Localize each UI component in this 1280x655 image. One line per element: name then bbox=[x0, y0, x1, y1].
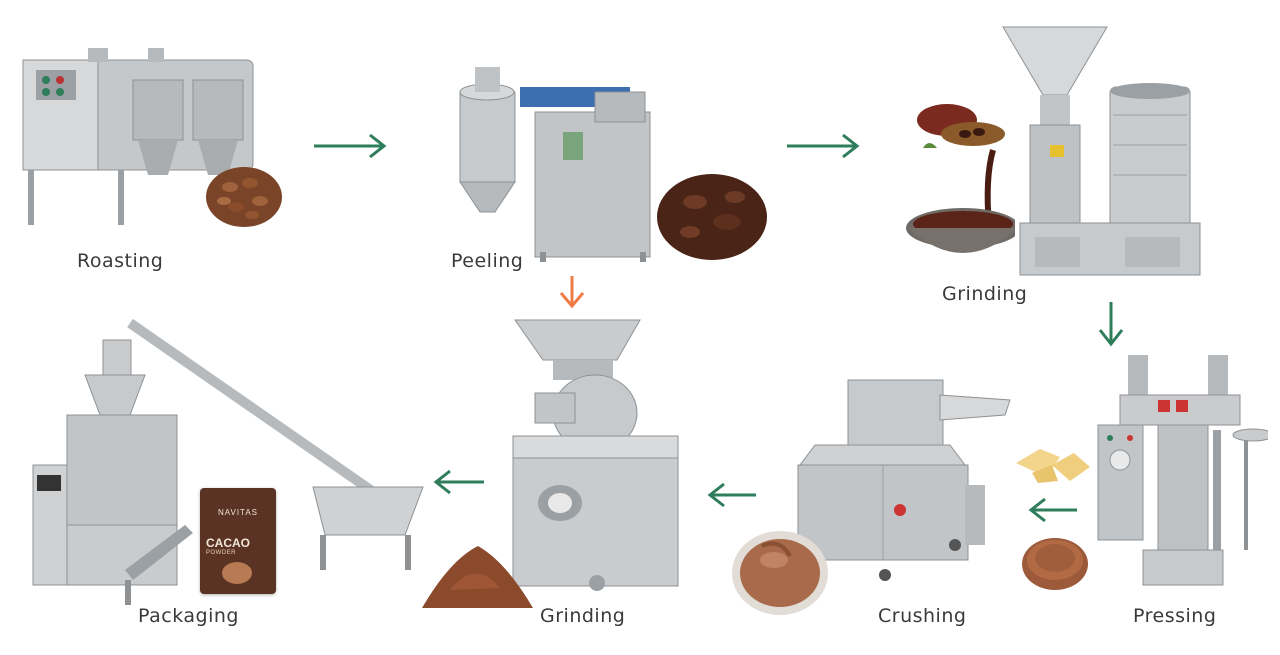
cocoa-cake-image bbox=[1022, 538, 1088, 590]
step-label-grinding-top: Grinding bbox=[942, 283, 1028, 305]
arrow-left-icon bbox=[1028, 497, 1077, 523]
powder-grinder-machine bbox=[512, 319, 679, 591]
arrow-left-icon bbox=[433, 469, 484, 495]
bag-product-subname: POWDER bbox=[206, 550, 236, 556]
colloid-mill-machine bbox=[1002, 26, 1201, 276]
step-label-grinding-bottom: Grinding bbox=[540, 605, 626, 627]
step-label-peeling: Peeling bbox=[451, 250, 524, 272]
cocoa-butter-image bbox=[1016, 449, 1090, 483]
step-label-pressing: Pressing bbox=[1133, 605, 1217, 627]
bag-powder-swatch bbox=[222, 562, 252, 584]
bag-brand: NAVITAS bbox=[217, 508, 259, 517]
peeled-nibs-image bbox=[657, 174, 767, 260]
roasted-beans-image bbox=[206, 167, 282, 227]
packaging-machine bbox=[32, 318, 424, 605]
peeling-machine bbox=[459, 67, 651, 262]
step-label-crushing: Crushing bbox=[878, 605, 967, 627]
cocoa-liquor-image bbox=[906, 104, 1015, 253]
cocoa-powder-bowl-image bbox=[732, 531, 828, 615]
roasting-machine bbox=[22, 48, 254, 225]
bag-product-name: CACAO bbox=[206, 536, 250, 550]
arrow-right-icon bbox=[314, 133, 387, 159]
step-label-roasting: Roasting bbox=[77, 250, 164, 272]
cacao-powder-bag: NAVITAS CACAO POWDER bbox=[200, 488, 276, 594]
hydraulic-press-machine bbox=[1097, 355, 1268, 586]
arrow-down-icon bbox=[559, 276, 585, 309]
arrow-down-icon bbox=[1098, 302, 1124, 347]
arrow-left-icon bbox=[707, 482, 756, 508]
crusher-machine bbox=[797, 379, 1011, 581]
cocoa-powder-pile-image bbox=[422, 546, 533, 608]
arrow-right-icon bbox=[787, 133, 860, 159]
step-label-packaging: Packaging bbox=[138, 605, 239, 627]
